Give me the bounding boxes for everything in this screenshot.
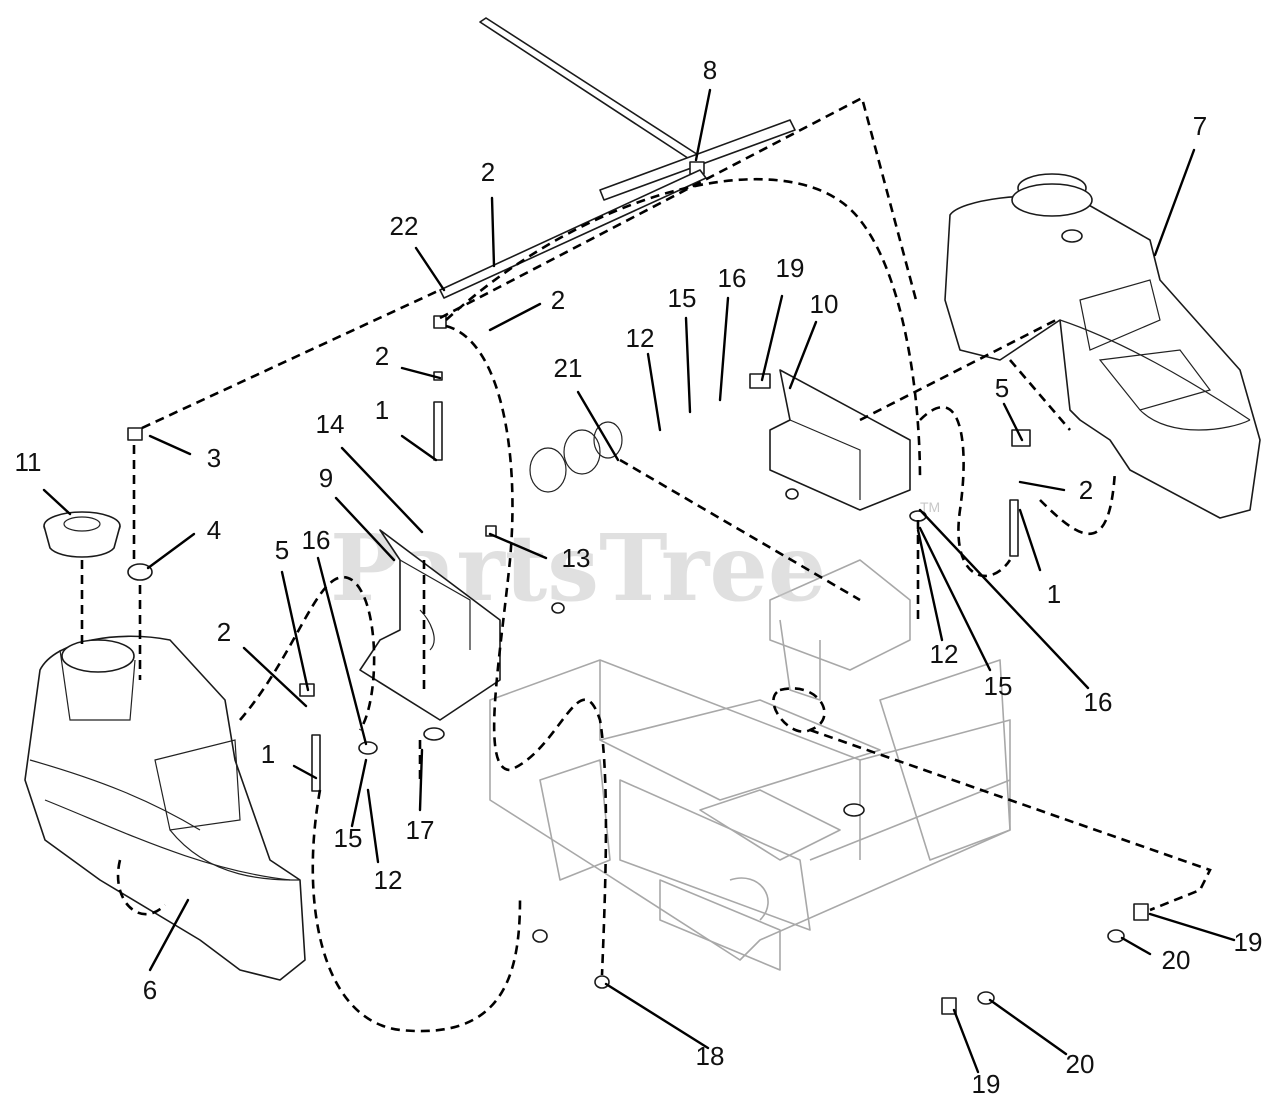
- callout-7: 7: [1193, 111, 1207, 141]
- callout-19: 19: [972, 1069, 1001, 1099]
- callout-21: 21: [554, 353, 583, 383]
- callout-5: 5: [995, 373, 1009, 403]
- callout-6: 6: [143, 975, 157, 1005]
- callout-18: 18: [696, 1041, 725, 1071]
- callout-2: 2: [375, 341, 389, 371]
- callout-22: 22: [390, 211, 419, 241]
- right-bracket: [769, 369, 911, 511]
- callout-12: 12: [626, 323, 655, 353]
- callout-labels: 8 7 2 22 2 19 16 15 10 12 2 21 1 5 3 11 …: [15, 55, 1263, 1099]
- callout-17: 17: [406, 815, 435, 845]
- callout-2: 2: [217, 617, 231, 647]
- callout-19: 19: [776, 253, 805, 283]
- right-fuel-tank: [944, 173, 1261, 519]
- callout-15: 15: [668, 283, 697, 313]
- callout-19: 19: [1234, 927, 1263, 957]
- callout-4: 4: [207, 515, 221, 545]
- callout-12: 12: [374, 865, 403, 895]
- callout-5: 5: [275, 535, 289, 565]
- left-fuel-cap: [43, 511, 121, 558]
- callout-16: 16: [1084, 687, 1113, 717]
- callout-3: 3: [207, 443, 221, 473]
- callout-15: 15: [334, 823, 363, 853]
- callout-13: 13: [562, 543, 591, 573]
- callout-20: 20: [1066, 1049, 1095, 1079]
- callout-2: 2: [1079, 475, 1093, 505]
- callout-10: 10: [810, 289, 839, 319]
- callout-8: 8: [703, 55, 717, 85]
- callout-2: 2: [481, 157, 495, 187]
- callout-1: 1: [261, 739, 275, 769]
- callout-2: 2: [551, 285, 565, 315]
- callout-14: 14: [316, 409, 345, 439]
- control-rod: [479, 17, 796, 201]
- callout-1: 1: [375, 395, 389, 425]
- fuel-lines: [80, 96, 1212, 1033]
- left-fuel-tank: [24, 635, 306, 981]
- callout-1: 1: [1047, 579, 1061, 609]
- callout-15: 15: [984, 671, 1013, 701]
- callout-9: 9: [319, 463, 333, 493]
- callout-20: 20: [1162, 945, 1191, 975]
- frame-assembly: [489, 559, 1011, 971]
- watermark-trademark: TM: [920, 499, 940, 515]
- callout-16: 16: [302, 525, 331, 555]
- callout-11: 11: [15, 447, 42, 477]
- hose-clamps: [529, 421, 623, 493]
- callout-16: 16: [718, 263, 747, 293]
- leader-lines: [42, 88, 1236, 1074]
- fuel-tube: [439, 169, 707, 299]
- callout-12: 12: [930, 639, 959, 669]
